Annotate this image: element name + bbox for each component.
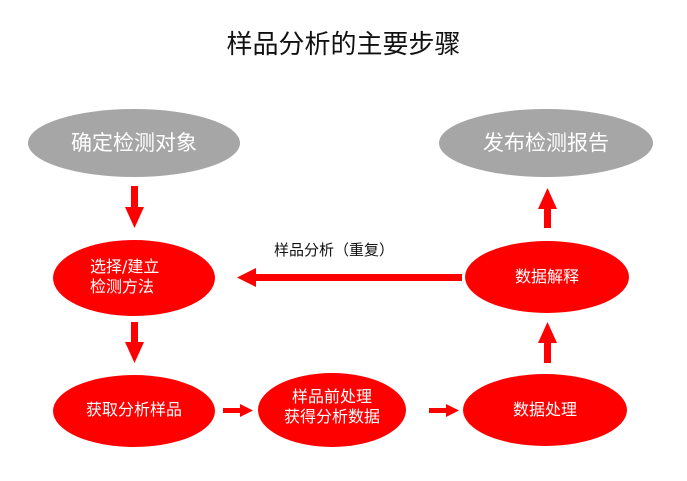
node-publish-report-shape	[439, 109, 653, 177]
arrow-down-2	[125, 322, 144, 363]
node-process-data-shape	[463, 374, 627, 446]
arrow-left-repeat	[237, 268, 462, 287]
node-publish-report: 发布检测报告	[446, 130, 646, 156]
node-interpret-data-shape	[465, 241, 629, 313]
arrow-up-2	[538, 322, 557, 363]
node-determine-target-label: 确定检测对象	[71, 131, 197, 155]
node-interpret-data-label: 数据解释	[514, 267, 579, 286]
node-pretreatment-line2: 获得分析数据	[283, 407, 380, 426]
node-determine-target: 确定检测对象	[34, 130, 234, 156]
node-determine-target-shape	[28, 109, 240, 177]
node-obtain-sample: 获取分析样品	[64, 400, 204, 420]
node-obtain-sample-label: 获取分析样品	[85, 400, 182, 419]
node-select-method-line1: 选择/建立	[90, 257, 160, 276]
node-publish-report-label: 发布检测报告	[483, 131, 609, 155]
arrow-down-1	[125, 186, 144, 228]
arrow-right-1	[223, 404, 253, 417]
node-pretreatment-shape	[258, 373, 406, 447]
arrow-up-1	[538, 188, 557, 228]
node-process-data-label: 数据处理	[512, 400, 577, 419]
diagram-title: 样品分析的主要步骤	[226, 30, 461, 60]
node-select-method-shape	[53, 240, 215, 316]
node-process-data: 数据处理	[475, 400, 615, 420]
node-obtain-sample-shape	[53, 375, 215, 447]
node-interpret-data: 数据解释	[477, 267, 617, 287]
edge-label-repeat: 样品分析（重复）	[274, 241, 395, 259]
node-pretreatment-line1: 样品前处理	[291, 387, 372, 406]
node-select-method-line2: 检测方法	[90, 277, 155, 296]
arrow-right-2	[429, 404, 459, 417]
node-select-method: 选择/建立 检测方法	[64, 257, 204, 297]
node-pretreatment: 样品前处理 获得分析数据	[262, 387, 402, 427]
